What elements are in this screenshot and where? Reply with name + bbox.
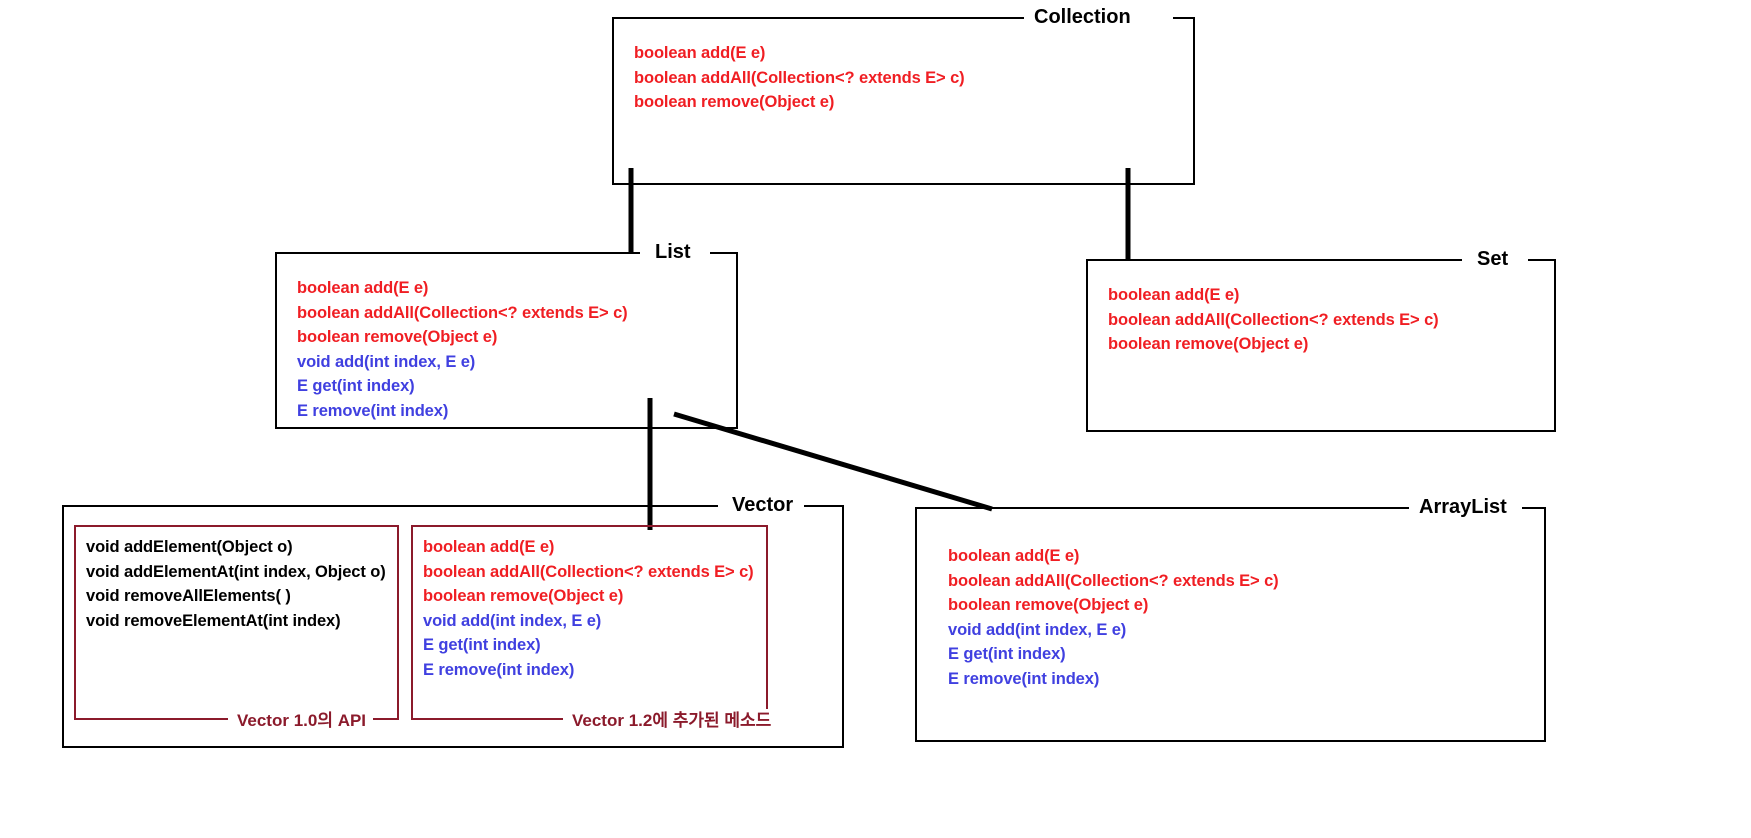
box-border-bottom <box>1086 430 1556 432</box>
method-list-collection: boolean add(E e) boolean addAll(Collecti… <box>612 17 965 115</box>
class-box-collection[interactable]: Collection boolean add(E e) boolean addA… <box>612 5 1195 185</box>
box-border-right <box>1554 259 1556 432</box>
method-item: void removeAllElements( ) <box>86 587 291 605</box>
method-list-arraylist: boolean add(E e) boolean addAll(Collecti… <box>915 507 1279 691</box>
method-item: E get(int index) <box>948 645 1066 663</box>
inner-border-right <box>766 525 768 720</box>
method-item: void add(int index, E e) <box>948 620 1127 639</box>
inner-caption-vector-1-2: Vector 1.2에 추가된 메소드 <box>565 709 779 733</box>
box-border-right <box>842 505 844 748</box>
box-border-top-left <box>1086 259 1462 261</box>
method-item: void add(int index, E e) <box>297 352 476 371</box>
class-title-arraylist: ArrayList <box>1413 495 1513 519</box>
box-border-top-right <box>710 252 738 254</box>
box-border-left <box>612 17 614 185</box>
inner-border-left <box>74 525 76 720</box>
class-title-list: List <box>649 240 697 264</box>
box-border-top-left <box>915 507 1409 509</box>
inner-border-right <box>397 525 399 720</box>
box-border-bottom <box>612 183 1195 185</box>
method-item: boolean addAll(Collection<? extends E> c… <box>1108 310 1439 329</box>
method-item: boolean add(E e) <box>1108 286 1240 304</box>
inner-border-top <box>411 525 768 527</box>
box-border-left <box>1086 259 1088 432</box>
method-item: boolean remove(Object e) <box>297 328 498 346</box>
box-border-right <box>736 252 738 429</box>
box-border-top-right <box>1173 17 1195 19</box>
box-border-bottom <box>62 746 844 748</box>
method-item: boolean remove(Object e) <box>634 93 835 111</box>
method-item: void addElementAt(int index, Object o) <box>86 562 386 581</box>
method-item: boolean remove(Object e) <box>423 587 624 605</box>
class-box-vector[interactable]: Vector Vector 1.0의 API void addElement(O… <box>62 493 844 748</box>
box-border-right <box>1193 17 1195 185</box>
inner-box-vector-1-2[interactable]: Vector 1.2에 추가된 메소드 boolean add(E e) boo… <box>411 525 779 733</box>
method-item: void addElement(Object o) <box>86 538 293 556</box>
class-title-collection: Collection <box>1028 5 1137 29</box>
method-item: E remove(int index) <box>948 669 1100 688</box>
method-item: boolean add(E e) <box>297 279 429 297</box>
class-box-set[interactable]: Set boolean add(E e) boolean addAll(Coll… <box>1086 247 1556 432</box>
box-border-top-left <box>275 252 640 254</box>
box-border-bottom <box>275 427 738 429</box>
method-list-list: boolean add(E e) boolean addAll(Collecti… <box>275 252 628 423</box>
class-title-set: Set <box>1471 247 1515 271</box>
inner-border-bottom-right <box>371 718 399 720</box>
box-border-top-right <box>1522 507 1546 509</box>
box-border-bottom <box>915 740 1546 742</box>
method-item: E get(int index) <box>423 636 541 654</box>
method-item: boolean addAll(Collection<? extends E> c… <box>297 303 628 322</box>
method-list-vector-1-0: void addElement(Object o) void addElemen… <box>74 525 386 633</box>
box-border-top-left <box>612 17 1024 19</box>
method-item: void removeElementAt(int index) <box>86 611 341 630</box>
box-border-top-right <box>1528 259 1556 261</box>
box-border-left <box>62 505 64 748</box>
box-border-top-right <box>804 505 844 507</box>
method-item: boolean addAll(Collection<? extends E> c… <box>423 562 754 581</box>
method-item: boolean add(E e) <box>948 547 1080 565</box>
class-box-list[interactable]: List boolean add(E e) boolean addAll(Col… <box>275 240 738 429</box>
method-item: boolean addAll(Collection<? extends E> c… <box>634 68 965 87</box>
box-border-right <box>1544 507 1546 742</box>
inner-border-bottom-left <box>74 718 228 720</box>
method-item: boolean add(E e) <box>634 44 766 62</box>
method-list-vector-1-2: boolean add(E e) boolean addAll(Collecti… <box>411 525 754 682</box>
inner-border-left <box>411 525 413 720</box>
method-item: boolean remove(Object e) <box>948 596 1149 614</box>
box-border-left <box>275 252 277 429</box>
method-item: void add(int index, E e) <box>423 611 602 630</box>
method-item: boolean add(E e) <box>423 538 555 556</box>
class-title-vector: Vector <box>726 493 800 517</box>
box-border-top-left <box>62 505 718 507</box>
inner-border-bottom-left <box>411 718 563 720</box>
method-item: E remove(int index) <box>297 401 449 420</box>
box-border-left <box>915 507 917 742</box>
inner-caption-vector-1-0: Vector 1.0의 API <box>230 709 374 733</box>
method-item: boolean addAll(Collection<? extends E> c… <box>948 571 1279 590</box>
class-box-arraylist[interactable]: ArrayList boolean add(E e) boolean addAl… <box>915 495 1546 742</box>
method-item: E get(int index) <box>297 377 415 395</box>
method-list-set: boolean add(E e) boolean addAll(Collecti… <box>1086 259 1439 357</box>
inner-border-top <box>74 525 399 527</box>
method-item: boolean remove(Object e) <box>1108 335 1309 353</box>
inner-box-vector-1-0[interactable]: Vector 1.0의 API void addElement(Object o… <box>74 525 399 733</box>
method-item: E remove(int index) <box>423 660 575 679</box>
